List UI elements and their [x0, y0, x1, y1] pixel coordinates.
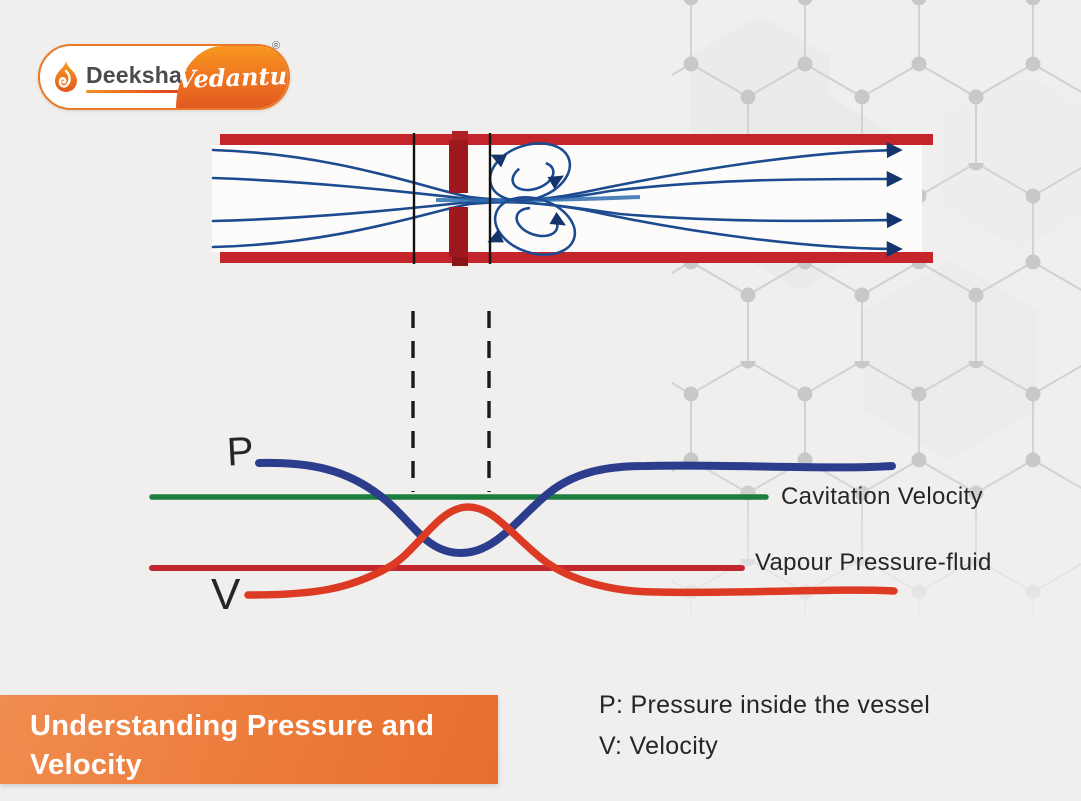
eddy-arrows [487, 154, 566, 243]
velocity-curve [244, 503, 898, 599]
velocity-curve-label: V [211, 570, 241, 619]
orifice-plate [449, 131, 468, 266]
pipe-top-wall [220, 134, 933, 145]
logo-right-section: Vedantu [176, 46, 288, 108]
legend-pressure-definition: P: Pressure inside the vessel [599, 691, 931, 719]
dashed-guides [411, 311, 491, 492]
brand-deeksha: Deeksha [86, 61, 183, 88]
slide-title-box: Understanding Pressure and Velocity [0, 695, 498, 784]
jet-bundle [435, 195, 641, 203]
pressure-curve [255, 458, 896, 558]
pressure-curve-label: P [225, 429, 255, 475]
vapour-pressure-label: Vapour Pressure-fluid [755, 549, 992, 576]
registered-trademark: ® [272, 40, 281, 52]
hexagon-pattern [672, 0, 1081, 620]
pipe-diagram [211, 131, 933, 266]
brand-vedantu: Vedantu [176, 60, 288, 94]
legend-velocity-definition: V: Velocity [599, 732, 719, 760]
streamline [211, 200, 903, 258]
cavitation-velocity-label: Cavitation Velocity [781, 483, 983, 510]
flame-icon [55, 60, 77, 92]
deeksha-vedantu-logo: Deeksha Vedantu [38, 44, 290, 110]
slide-title: Understanding Pressure and Velocity [30, 710, 435, 781]
eddy-lower [493, 196, 577, 256]
brand-underline [86, 89, 183, 93]
pipe-bottom-wall [220, 252, 933, 263]
logo-left-section: Deeksha [40, 46, 203, 108]
pv-graph [149, 458, 898, 599]
